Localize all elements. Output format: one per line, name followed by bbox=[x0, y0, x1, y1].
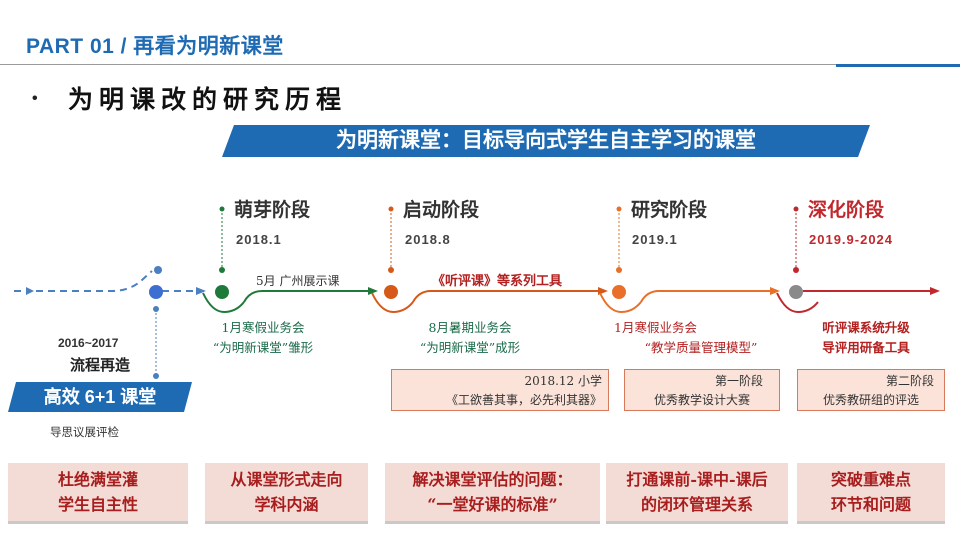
stage3-name: 研究阶段 bbox=[631, 200, 708, 221]
header-divider bbox=[0, 64, 960, 65]
origin-tag-text: 高效 6+1 课堂 bbox=[43, 387, 157, 407]
stage2-note: 8月暑期业务会 “为明新课堂”成形 bbox=[370, 318, 570, 358]
stage3-date: 2019.1 bbox=[632, 232, 678, 247]
goal2-line2: 学科内涵 bbox=[254, 495, 319, 514]
goal-box-4: 打通课前-课中-课后 的闭环管理关系 bbox=[606, 463, 788, 524]
stage3-box: 第一阶段 优秀教学设计大赛 bbox=[624, 369, 780, 411]
stage4-node bbox=[789, 285, 803, 299]
goal1-line2: 学生自主性 bbox=[57, 495, 138, 514]
stage1-date: 2018.1 bbox=[236, 232, 282, 247]
stage4-box-line2: 优秀教研组的评选 bbox=[822, 393, 919, 407]
goal1-line1: 杜绝满堂灌 bbox=[57, 470, 138, 489]
origin-tag-shape bbox=[8, 382, 192, 412]
stage3-box-line1: 第一阶段 bbox=[714, 374, 763, 388]
stage3-box-line2: 优秀教学设计大赛 bbox=[653, 393, 750, 407]
stage4-box: 第二阶段 优秀教研组的评选 bbox=[797, 369, 945, 411]
goal-box-5: 突破重难点 环节和问题 bbox=[797, 463, 945, 524]
stage2-node bbox=[384, 285, 398, 299]
banner-text: 为明新课堂：目标导向式学生自主学习的课堂 bbox=[336, 129, 756, 152]
origin-label: 流程再造 bbox=[70, 357, 131, 374]
origin-dashed-line bbox=[14, 270, 196, 292]
stage1-note-line1: 1月寒假业务会 bbox=[221, 320, 305, 335]
goal3-line1: 解决课堂评估的问题： bbox=[412, 470, 573, 489]
section-subtitle: 为明课改的研究历程 bbox=[68, 85, 348, 114]
stage2-box-line2: 《工欲善其事，必先利其器》 bbox=[445, 393, 602, 407]
stage4-note-line2: 导评用研备工具 bbox=[822, 340, 910, 355]
goal-box-3: 解决课堂评估的问题： “一堂好课的标准” bbox=[385, 463, 600, 524]
stage4-note: 听评课系统升级 导评用研备工具 bbox=[796, 318, 936, 358]
stage1-arrow-label: 5月 广州展示课 bbox=[256, 274, 340, 288]
stage4-name: 深化阶段 bbox=[808, 200, 885, 221]
goal4-line1: 打通课前-课中-课后 bbox=[626, 470, 768, 489]
goal-box-1: 杜绝满堂灌 学生自主性 bbox=[8, 463, 188, 524]
stage2-name: 启动阶段 bbox=[403, 200, 480, 221]
origin-years: 2016~2017 bbox=[58, 336, 119, 350]
stage1-name: 萌芽阶段 bbox=[234, 200, 311, 221]
header-accent-bar bbox=[836, 64, 960, 67]
stage2-arrow-label: 《听评课》等系列工具 bbox=[432, 274, 563, 289]
stage1-note: 1月寒假业务会 “为明新课堂”雏形 bbox=[188, 318, 338, 358]
stage3-note: 1月寒假业务会 “教学质量管理模型” bbox=[606, 318, 796, 358]
banner-shape bbox=[222, 125, 870, 157]
stage2-box-line1: 2018.12 小学 bbox=[524, 374, 602, 388]
page-header-title: PART 01 / 再看为明新课堂 bbox=[26, 35, 284, 58]
stage4-note-line1: 听评课系统升级 bbox=[822, 320, 910, 335]
stage4-date: 2019.9-2024 bbox=[809, 232, 894, 247]
goal5-line2: 环节和问题 bbox=[830, 495, 911, 514]
stage4-box-line1: 第二阶段 bbox=[885, 374, 934, 388]
origin-caption: 导思议展评检 bbox=[50, 427, 119, 439]
goal3-line2: “一堂好课的标准” bbox=[427, 495, 558, 514]
origin-node bbox=[149, 285, 163, 299]
goal2-line1: 从课堂形式走向 bbox=[230, 470, 343, 489]
goal4-line2: 的闭环管理关系 bbox=[640, 495, 753, 514]
stage1-note-line2: “为明新课堂”雏形 bbox=[212, 340, 314, 355]
stage3-note-line1: 1月寒假业务会 bbox=[614, 320, 697, 335]
stage1-node bbox=[215, 285, 229, 299]
stage2-note-line2: “为明新课堂”成形 bbox=[419, 340, 521, 355]
goal5-line1: 突破重难点 bbox=[830, 470, 911, 489]
stage2-note-line1: 8月暑期业务会 bbox=[428, 320, 512, 335]
stage3-note-line2: “教学质量管理模型” bbox=[644, 340, 758, 355]
bullet-marker: • bbox=[32, 90, 38, 107]
goal-box-2: 从课堂形式走向 学科内涵 bbox=[205, 463, 368, 524]
stage2-date: 2018.8 bbox=[405, 232, 451, 247]
stage2-box: 2018.12 小学 《工欲善其事，必先利其器》 bbox=[391, 369, 609, 411]
stage3-node bbox=[612, 285, 626, 299]
